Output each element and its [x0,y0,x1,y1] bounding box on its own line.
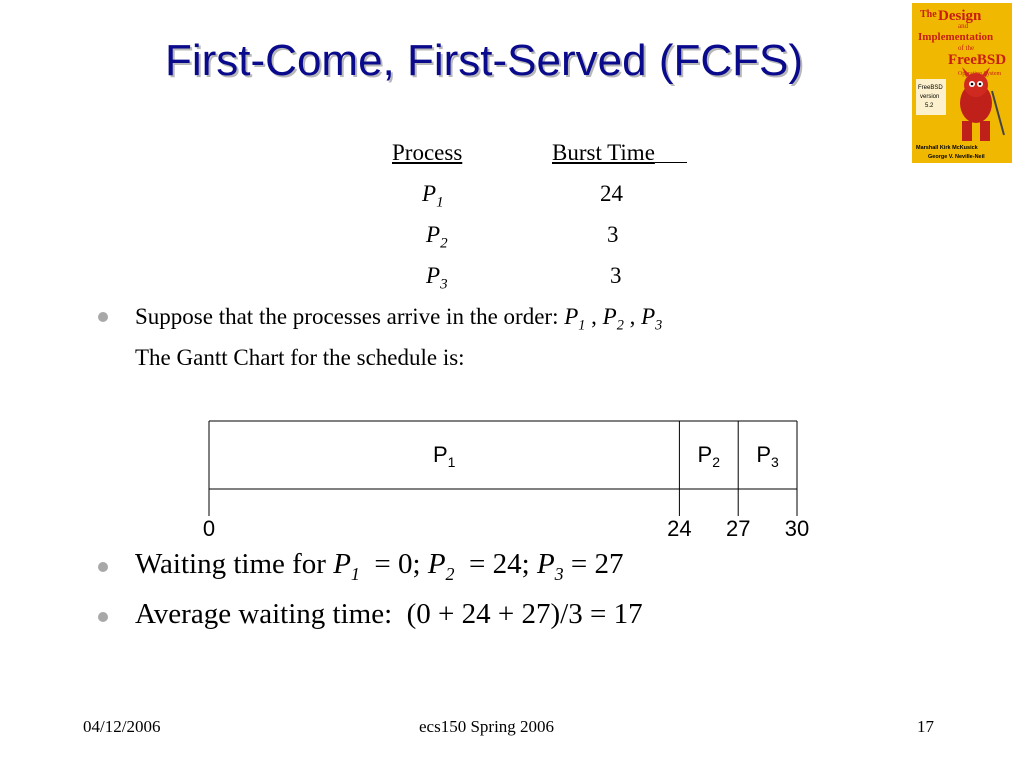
process-row: P2 3 [380,218,720,259]
process-table-header: Process Burst Time [380,136,720,177]
gantt-tick-label-27: 27 [726,516,750,541]
book-badge-line3: 5.2 [925,103,934,109]
arrival-p3-index: 3 [655,317,663,334]
arrival-sep1: , [585,304,603,329]
daemon-mascot-icon [960,67,1005,141]
arrival-p1-letter: P [564,304,579,329]
slide-title: First-Come, First-Served (FCFS) [165,36,803,85]
waiting-p1-index: 1 [350,563,360,584]
book-title-design: Design [938,8,982,24]
gantt-block-label: P3 [756,442,779,470]
gantt-tick-label-0: 0 [203,516,215,541]
process-letter: P [426,263,441,288]
process-letter: P [426,222,441,247]
process-name: P1 [422,181,444,212]
header-burst-label: Burst Time [552,140,655,165]
arrival-p3-letter: P [641,304,656,329]
waiting-p2-letter: P [427,548,446,580]
gantt-tick-label-30: 30 [785,516,809,541]
process-index: 1 [436,194,444,211]
bullet-average-waiting-time: Average waiting time: (0 + 24 + 27)/3 = … [135,598,643,630]
arrival-sep2: , [623,304,642,329]
process-index: 2 [440,235,448,252]
bullet-waiting-time: Waiting time for P1 = 0; P2 = 24; P3 = 2… [135,548,624,585]
book-author1: Marshall Kirk McKusick [916,145,979,151]
book-title-the: The [920,9,937,20]
process-row: P1 24 [380,177,720,218]
process-name: P2 [426,222,448,253]
waiting-p2-index: 2 [445,563,455,584]
burst-value: 24 [600,181,623,206]
gantt-chart: P1 P2 P3 0 24 27 30 [203,420,809,541]
process-name: P3 [426,263,448,294]
arrival-p2-letter: P [602,304,617,329]
book-title-and: and [958,22,969,30]
footer-course: ecs150 Spring 2006 [419,717,555,736]
waiting-p3-letter: P [536,548,555,580]
book-title-of-the: of the [958,44,974,52]
arrival-text: Suppose that the processes arrive in the… [135,304,565,329]
bullet-dot [98,562,108,572]
bullet-dot [98,612,108,622]
waiting-p2-value: = 24; [454,548,537,580]
process-table: Process Burst Time P1 24 P2 3 P3 3 [380,136,720,300]
gantt-tick-label-24: 24 [667,516,691,541]
footer-date: 04/12/2006 [83,717,161,736]
arrival-p1-index: 1 [578,317,586,334]
process-letter: P [422,181,437,206]
process-row: P3 3 [380,259,720,300]
book-badge-line1: FreeBSD [918,85,943,91]
waiting-prefix: Waiting time for [135,548,334,580]
book-title-implementation: Implementation [918,31,993,43]
waiting-p3-value: = 27 [563,548,624,580]
waiting-p1-value: = 0; [359,548,428,580]
process-index: 3 [440,276,448,293]
burst-value: 3 [607,222,619,247]
arrival-p2-index: 2 [616,317,624,334]
bullet-dot [98,312,108,322]
footer-page-number: 17 [917,717,934,736]
waiting-p1-letter: P [333,548,351,580]
header-burst-time: Burst Time [552,140,687,166]
header-underline [654,140,687,163]
gantt-block-label: P1 [433,442,456,470]
book-author2: George V. Neville-Neil [928,154,985,160]
waiting-p3-index: 3 [554,563,564,584]
book-cover-image: The Design and Implementation of the Fre… [912,3,1012,163]
bullet-arrival-order: Suppose that the processes arrive in the… [135,301,662,373]
book-title-freebsd: FreeBSD [948,52,1006,68]
header-process: Process [392,140,463,165]
book-badge-line2: version [920,94,939,100]
burst-value: 3 [610,263,622,288]
gantt-block-label: P2 [698,442,721,470]
gantt-intro-text: The Gantt Chart for the schedule is: [135,344,465,370]
